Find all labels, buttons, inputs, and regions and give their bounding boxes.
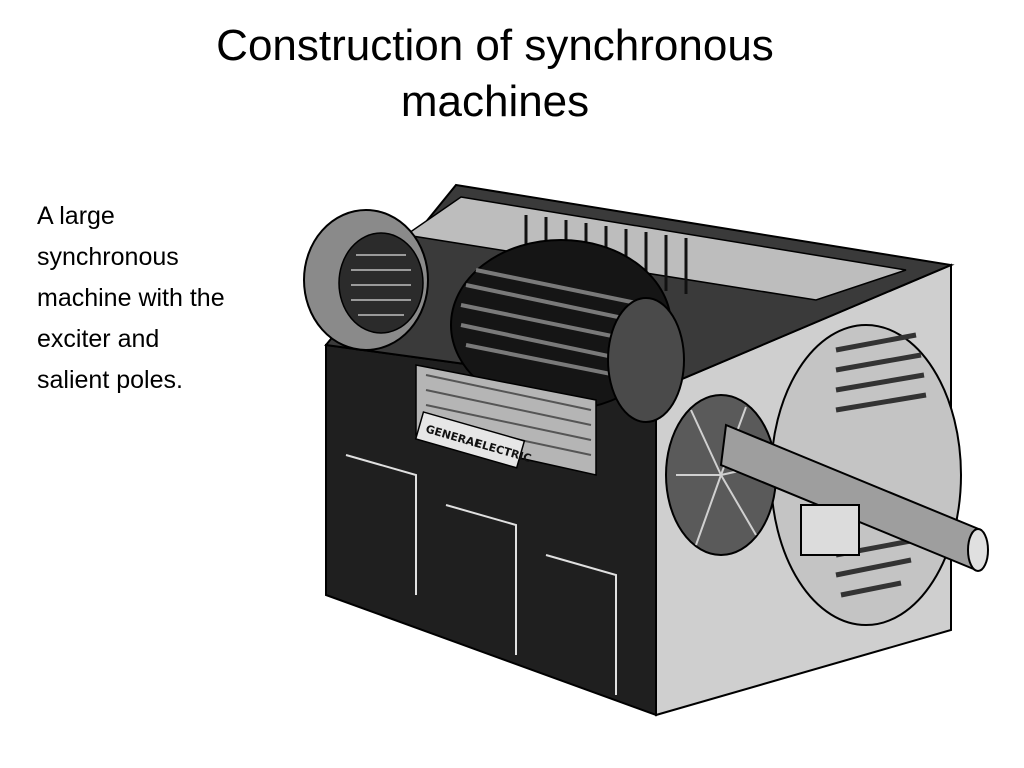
exciter-inner <box>338 232 424 334</box>
rotor-end-face <box>607 297 685 423</box>
slide-body-text: A large synchronous machine with the exc… <box>37 202 225 394</box>
shaft-end <box>967 528 989 572</box>
exciter-fins <box>351 254 411 316</box>
machine-illustration: GENERAL ELECTRIC <box>296 175 996 720</box>
bearing-housing <box>800 504 860 556</box>
housing-top-frame <box>404 196 907 301</box>
base-frame <box>345 454 617 695</box>
machine-illustration-svg: GENERAL ELECTRIC <box>303 183 989 717</box>
slide-title: Construction of synchronous machines <box>216 21 774 126</box>
